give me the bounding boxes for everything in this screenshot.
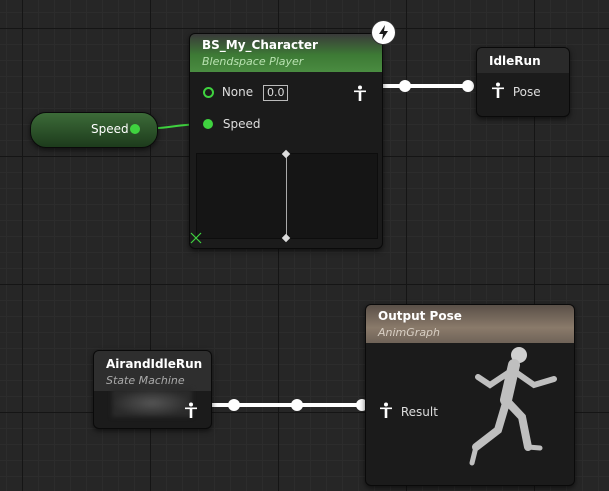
- state-machine-output-pin[interactable]: [184, 401, 198, 420]
- pose-input-row[interactable]: Pose: [491, 82, 541, 99]
- state-machine-preview: [112, 389, 192, 417]
- blendspace-axis-line: [286, 154, 287, 238]
- output-pose-subtitle: AnimGraph: [378, 326, 441, 339]
- result-input-row[interactable]: Result: [379, 402, 438, 419]
- blendspace-player-node[interactable]: BS_My_Character Blendspace Player None 0…: [189, 33, 383, 249]
- wire-knot: [228, 399, 240, 411]
- idlerun-node[interactable]: IdleRun Pose: [476, 47, 570, 117]
- none-pin-label: None: [221, 85, 254, 99]
- wire-knot: [462, 80, 474, 92]
- speed-input-row[interactable]: Speed: [203, 116, 260, 132]
- pose-output-pin[interactable]: [353, 84, 367, 103]
- resize-handle-icon[interactable]: [190, 232, 202, 244]
- state-machine-header[interactable]: AirandIdleRun State Machine: [94, 351, 211, 391]
- blendspace-sample-point[interactable]: [281, 149, 291, 159]
- lightning-icon[interactable]: [371, 20, 396, 45]
- output-pose-title: Output Pose: [378, 309, 462, 323]
- blendspace-sample-point[interactable]: [281, 233, 291, 243]
- node-title: BS_My_Character: [202, 38, 318, 52]
- none-input-row[interactable]: None 0.0: [203, 84, 289, 101]
- idlerun-title: IdleRun: [489, 54, 541, 68]
- state-machine-node[interactable]: AirandIdleRun State Machine: [93, 350, 212, 429]
- pose-figure-icon: [380, 402, 392, 418]
- pose-pin-label: Pose: [512, 85, 541, 99]
- blendspace-header[interactable]: BS_My_Character Blendspace Player: [190, 34, 382, 72]
- output-pose-header[interactable]: Output Pose AnimGraph: [366, 305, 574, 343]
- pose-figure-icon: [492, 82, 504, 98]
- speed-output-pin[interactable]: [130, 124, 140, 134]
- output-pose-node[interactable]: Output Pose AnimGraph Result: [365, 304, 575, 486]
- pose-figure-icon: [354, 85, 366, 101]
- speed-pin-label: Speed: [222, 117, 261, 131]
- wire-knot: [291, 399, 303, 411]
- pose-figure-icon: [185, 402, 197, 418]
- speed-variable-label: Speed: [91, 122, 129, 136]
- idlerun-header[interactable]: IdleRun: [477, 48, 569, 73]
- wire-knot: [399, 80, 411, 92]
- speed-variable-node[interactable]: Speed: [30, 112, 158, 148]
- blendspace-preview[interactable]: [196, 149, 378, 243]
- none-input-pin[interactable]: [203, 87, 214, 98]
- running-mannequin-icon: [469, 347, 557, 466]
- speed-input-pin[interactable]: [203, 119, 213, 129]
- state-machine-title: AirandIdleRun: [106, 357, 203, 371]
- result-pin-label: Result: [400, 405, 438, 419]
- state-machine-subtitle: State Machine: [106, 374, 185, 387]
- none-value-field[interactable]: 0.0: [262, 85, 289, 101]
- node-subtitle: Blendspace Player: [202, 55, 304, 68]
